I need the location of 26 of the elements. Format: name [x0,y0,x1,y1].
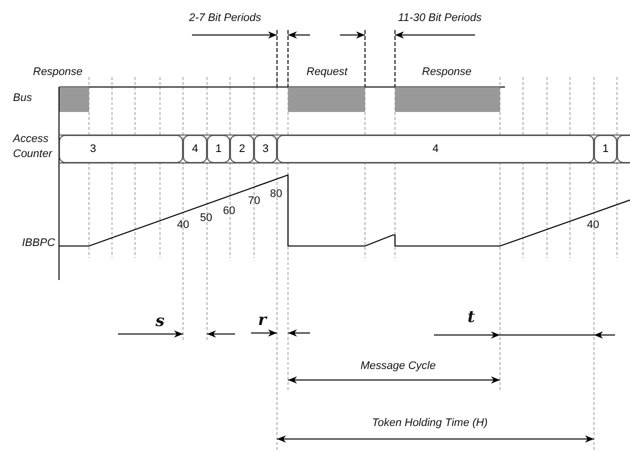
signal-name: Bus [13,92,32,105]
phase-label: Request [306,66,348,79]
dimension-label: 11-30 Bit Periods [398,12,482,25]
counter-segment: 4 [183,135,207,163]
value-label: 60 [223,205,236,218]
value-label: 40 [177,219,190,232]
counter-segment: 3 [254,135,277,163]
counter-segment: 3 [59,135,183,163]
counter-segment: 1 [594,135,617,163]
signal-name: Access Counter [13,132,54,162]
dimension-label: 2-7 Bit Periods [189,12,262,25]
dimension-label: Message Cycle [360,360,436,373]
variable-label: r [258,311,266,329]
counter-segment: 2 [230,135,254,163]
variable-label: t [468,308,475,326]
counter-segment: 4 [277,135,594,163]
phase-label: Response [422,66,472,79]
counter-segment: 1 [207,135,230,163]
value-label: 80 [270,188,282,201]
dimension-label: Token Holding Time (H) [372,417,488,430]
phase-label: Response [33,66,83,79]
value-label: 70 [248,195,260,208]
signal-name: IBBPC [22,237,56,250]
value-label: 50 [200,212,212,225]
variable-label: s [156,312,165,330]
value-label: 40 [587,219,600,232]
